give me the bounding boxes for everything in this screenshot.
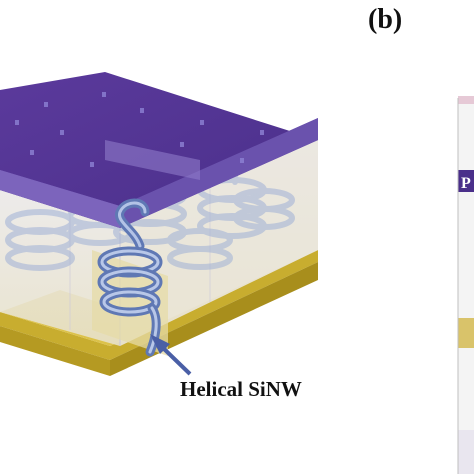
panel-label: (b)	[368, 4, 402, 35]
helical-sinw	[97, 198, 163, 357]
side-panel-letter: P	[461, 175, 471, 192]
annotation-arrow	[150, 334, 192, 376]
side-panel	[457, 96, 474, 474]
top-electrode-layer	[0, 72, 318, 228]
helical-sinw-label: Helical SiNW	[180, 377, 302, 401]
